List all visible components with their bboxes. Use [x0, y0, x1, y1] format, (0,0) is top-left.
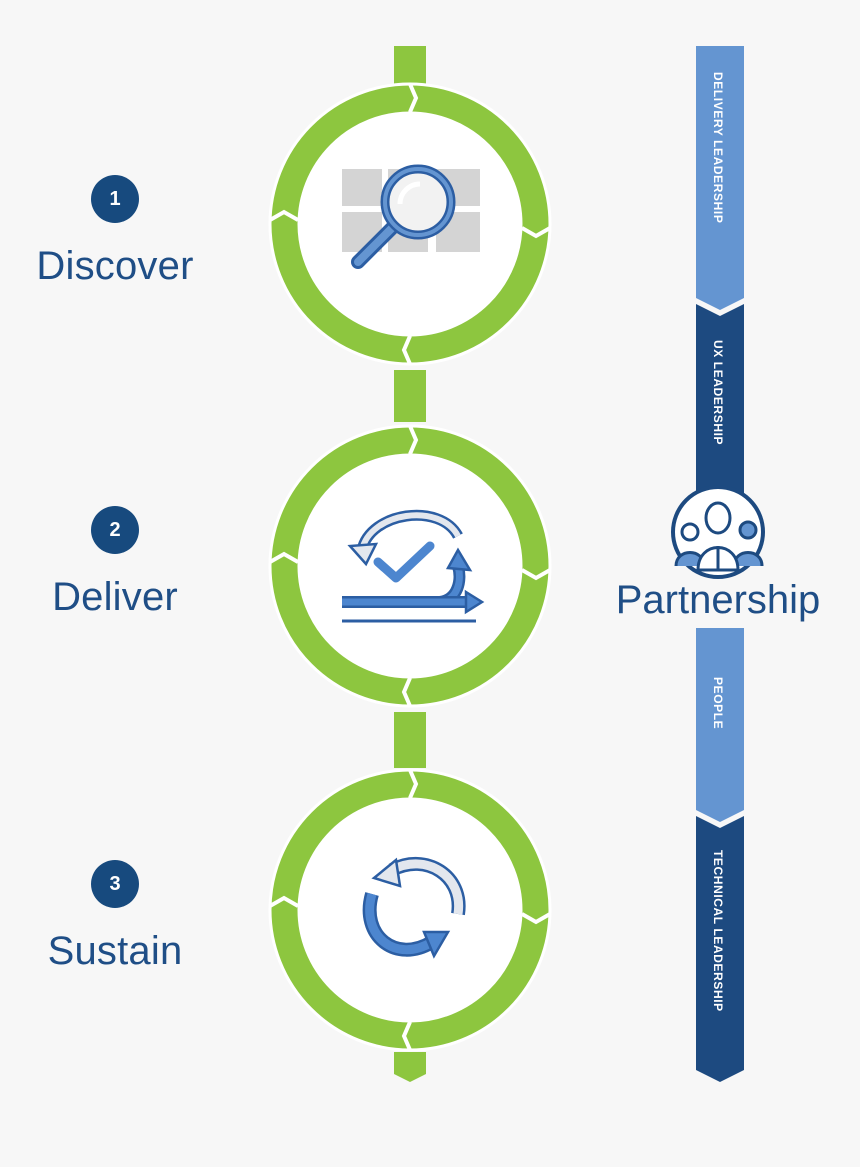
band-label-technical-leadership: TECHNICAL LEADERSHIP [711, 850, 725, 1012]
band-people [696, 628, 744, 822]
step-2-label: Deliver [52, 575, 178, 619]
team-people-icon [671, 485, 765, 579]
magnifier-over-grid-icon [342, 164, 480, 269]
leadership-bands [696, 46, 744, 1082]
sustain-ring [268, 768, 552, 1052]
band-ux-leadership [696, 304, 744, 494]
band-label-people: PEOPLE [711, 677, 725, 730]
refresh-cycle-icon [362, 856, 466, 959]
agile-cycle-checkmark-icon [342, 509, 485, 623]
band-technical-leadership [696, 816, 744, 1082]
step-3-label: Sustain [47, 929, 183, 973]
step-1-badge: 1 [91, 175, 139, 223]
band-label-ux-leadership: UX LEADERSHIP [711, 340, 725, 446]
band-delivery-leadership [696, 46, 744, 310]
partnership-label: Partnership [615, 578, 821, 622]
step-3-badge: 3 [91, 860, 139, 908]
step-2-badge: 2 [91, 506, 139, 554]
band-label-delivery-leadership: DELIVERY LEADERSHIP [711, 72, 725, 224]
connector-spine [394, 46, 426, 1082]
step-1-label: Discover [36, 244, 194, 288]
